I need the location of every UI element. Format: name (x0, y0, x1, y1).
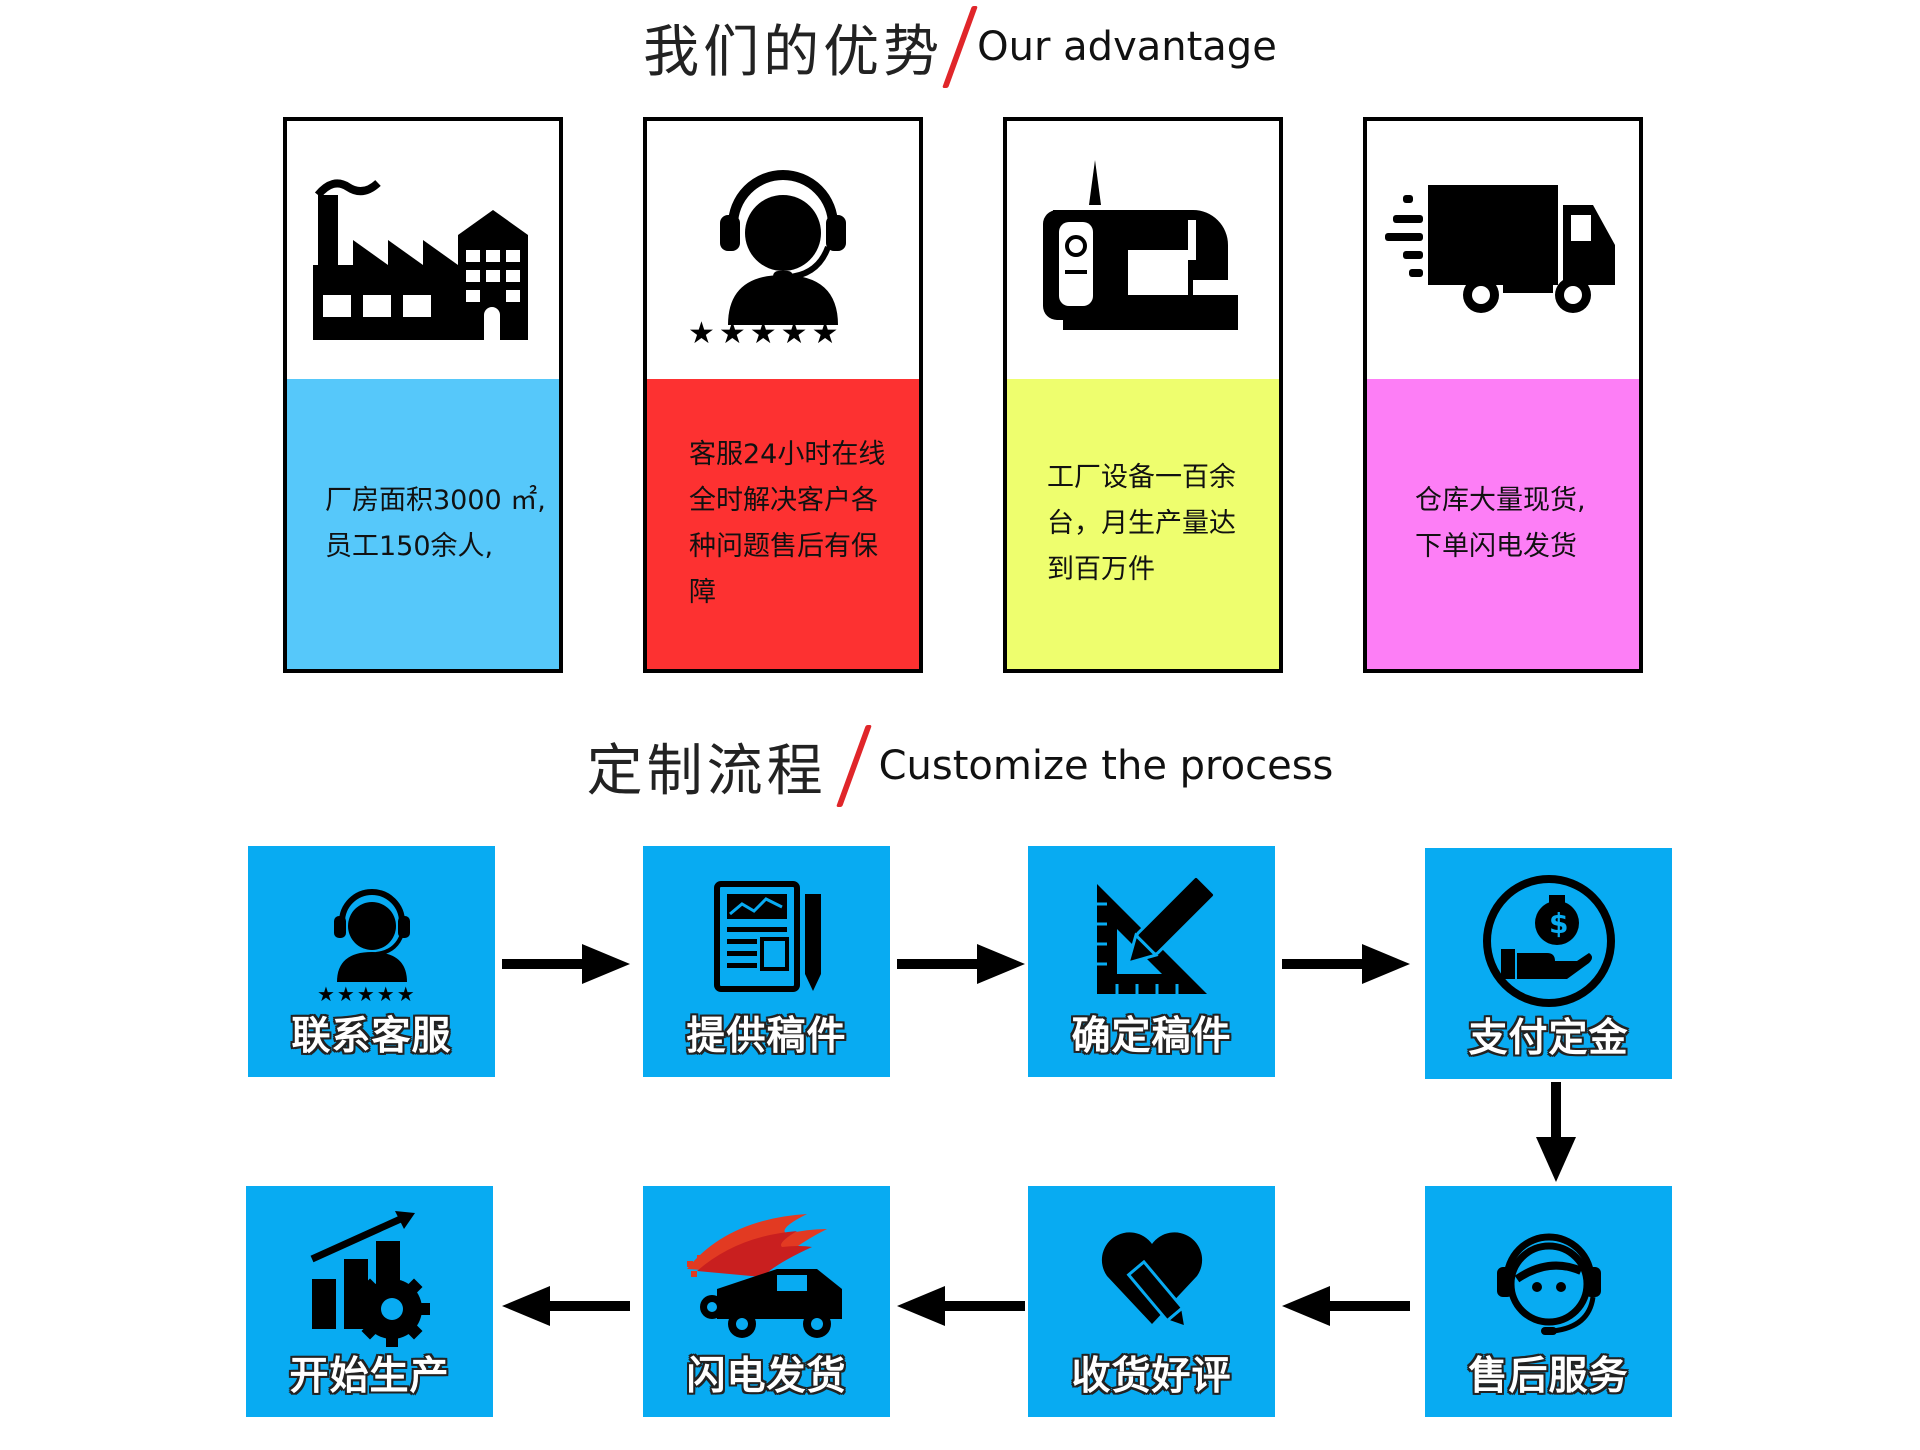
advantage-card-service: ★★★★★ 客服24小时在线 全时解决客户各 种问题售后有保 障 (643, 117, 923, 673)
advantage-text-area: 厂房面积3000 ㎡, 员工150余人, (287, 379, 559, 669)
customer-service-icon: ★★★★★ (647, 121, 919, 378)
arrow-right-icon (502, 944, 630, 988)
process-step-provide-draft: 提供稿件 (643, 846, 890, 1077)
step-label: 开始生产 (289, 1354, 450, 1399)
process-step-confirm-draft: 确定稿件 (1028, 846, 1275, 1077)
advantage-text-area: 仓库大量现货, 下单闪电发货 (1367, 379, 1639, 669)
advantage-card-stock: 仓库大量现货, 下单闪电发货 (1363, 117, 1643, 673)
advantage-heading-en: Our advantage (977, 24, 1277, 70)
delivery-truck-icon (1367, 121, 1639, 378)
process-step-after-sales: 售后服务 (1425, 1186, 1672, 1417)
process-heading-cn: 定制流程 (586, 738, 827, 804)
fast-truck-icon (643, 1204, 890, 1354)
arrow-left-icon (897, 1286, 1025, 1330)
heart-pencil-icon (1028, 1204, 1275, 1354)
step-label: 闪电发货 (686, 1354, 847, 1399)
step-label: 收货好评 (1071, 1354, 1232, 1399)
step-label: 提供稿件 (686, 1014, 847, 1059)
customer-service-icon: ★★★★★ (248, 864, 495, 1014)
headset-smile-icon (1425, 1204, 1672, 1354)
svg-text:★★★★★: ★★★★★ (688, 316, 842, 345)
step-label: 联系客服 (291, 1014, 452, 1059)
advantage-heading: 我们的优势 Our advantage (0, 6, 1920, 88)
advantage-description: 仓库大量现货, 下单闪电发货 (1415, 485, 1586, 562)
advantage-description: 工厂设备一百余 台，月生产量达 到百万件 (1047, 462, 1236, 585)
step-label: 确定稿件 (1071, 1014, 1232, 1059)
arrow-left-icon (502, 1286, 630, 1330)
advantage-description: 客服24小时在线 全时解决客户各 种问题售后有保 障 (689, 439, 886, 608)
money-hand-icon: $ (1425, 866, 1672, 1016)
heading-slash (835, 725, 872, 807)
advantage-description: 厂房面积3000 ㎡, 员工150余人, (325, 485, 546, 562)
process-step-start-production: 开始生产 (246, 1186, 493, 1417)
arrow-right-icon (897, 944, 1025, 988)
advantage-text-area: 客服24小时在线 全时解决客户各 种问题售后有保 障 (647, 379, 919, 669)
process-heading-en: Customize the process (878, 743, 1334, 789)
heading-slash (942, 6, 979, 88)
advantage-card-equipment: 工厂设备一百余 台，月生产量达 到百万件 (1003, 117, 1283, 673)
process-step-review: 收货好评 (1028, 1186, 1275, 1417)
advantage-text-area: 工厂设备一百余 台，月生产量达 到百万件 (1007, 379, 1279, 669)
ruler-pencil-icon (1028, 864, 1275, 1014)
step-label: 售后服务 (1468, 1354, 1629, 1399)
advantage-card-factory: 厂房面积3000 ㎡, 员工150余人, (283, 117, 563, 673)
process-step-contact: ★★★★★ 联系客服 (248, 846, 495, 1077)
svg-text:$: $ (1549, 907, 1568, 940)
step-label: 支付定金 (1468, 1016, 1629, 1061)
process-heading: 定制流程 Customize the process (0, 725, 1920, 807)
arrow-down-icon (1536, 1082, 1576, 1186)
process-step-pay-deposit: $ 支付定金 (1425, 848, 1672, 1079)
factory-icon (287, 121, 559, 378)
arrow-left-icon (1282, 1286, 1410, 1330)
chart-gear-icon (246, 1204, 493, 1354)
process-step-fast-delivery: 闪电发货 (643, 1186, 890, 1417)
svg-text:★★★★★: ★★★★★ (317, 982, 417, 1004)
advantage-heading-cn: 我们的优势 (643, 19, 944, 85)
document-icon (643, 864, 890, 1014)
sewing-machine-icon (1007, 121, 1279, 378)
arrow-right-icon (1282, 944, 1410, 988)
